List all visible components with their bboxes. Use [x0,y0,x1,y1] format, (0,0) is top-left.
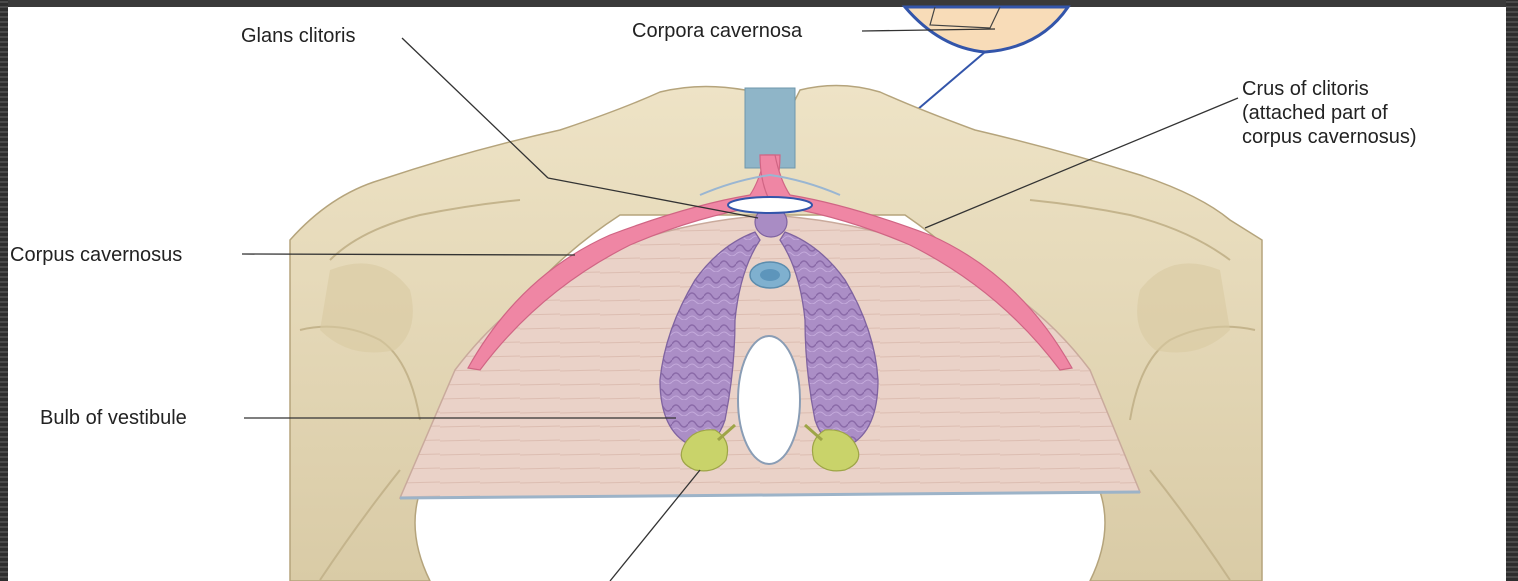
label-corpora-cavernosa: Corpora cavernosa [632,19,802,43]
label-crus-line1: Crus of clitoris [1242,77,1417,101]
label-bulb-of-vestibule: Bulb of vestibule [40,406,187,430]
label-crus-of-clitoris: Crus of clitoris (attached part of corpu… [1242,77,1417,149]
vaginal-orifice [738,336,800,464]
glans-ring [728,197,812,213]
label-glans-clitoris: Glans clitoris [241,24,355,48]
label-corpus-cavernosus: Corpus cavernosus [10,243,182,267]
label-crus-line3: corpus cavernosus) [1242,125,1417,149]
label-crus-line2: (attached part of [1242,101,1417,125]
